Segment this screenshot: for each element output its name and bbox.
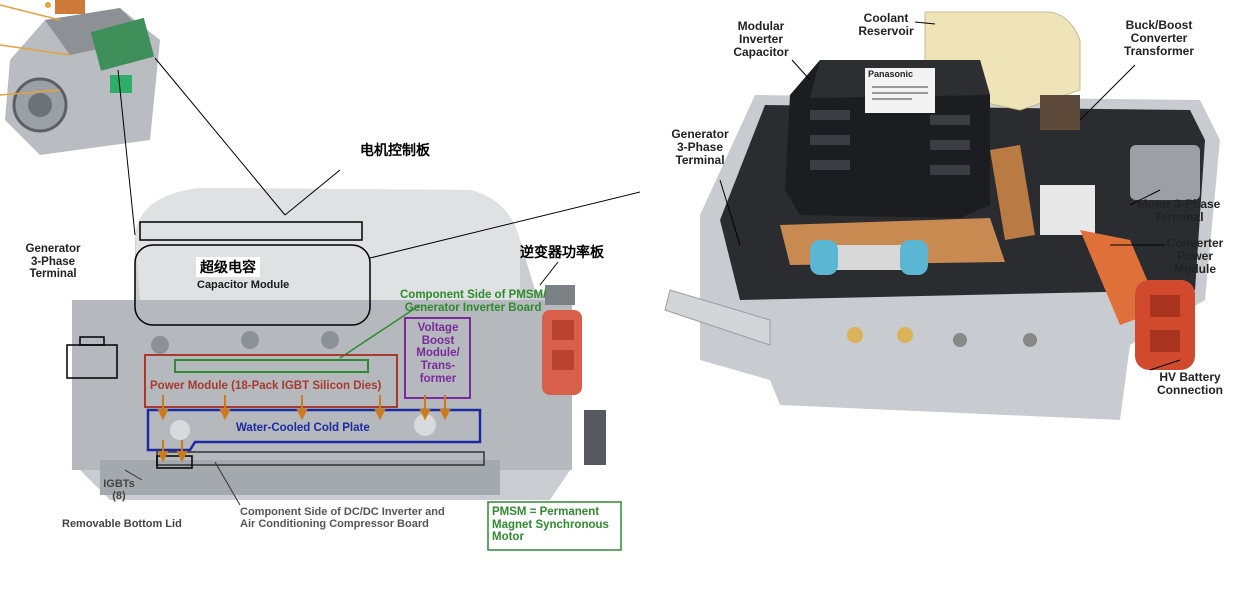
pmsm-note: PMSM = Permanent Magnet Synchronous Moto… [492, 506, 609, 544]
component-side-pmsm-label: Component Side of PMSM/ Generator Invert… [400, 289, 547, 314]
bottom-lid-label: Removable Bottom Lid [62, 518, 182, 530]
motor-control-board-label: 电机控制板 [360, 143, 430, 159]
hv-battery-label: HV Battery Connection [1157, 370, 1223, 398]
right-inverter-photo [660, 0, 1236, 430]
converter-power-module-label: Converter Power Module [1166, 236, 1224, 277]
cold-plate-label: Water-Cooled Cold Plate [236, 422, 370, 434]
inverter-power-board-label: 逆变器功率板 [520, 245, 604, 261]
coolant-reservoir-label: Coolant Reservoir [858, 11, 914, 39]
voltage-boost-label: Voltage Boost Module/ Trans- former [416, 322, 460, 385]
right-generator-terminal-label: Generator 3-Phase Terminal [671, 127, 729, 168]
left-generator-terminal-label: Generator 3-Phase Terminal [25, 243, 81, 281]
power-module-label: Power Module (18-Pack IGBT Silicon Dies) [150, 380, 382, 392]
super-capacitor-label: 超级电容 [196, 257, 260, 277]
buck-boost-label: Buck/Boost Converter Transformer [1123, 18, 1195, 59]
thumbnail-inverter-photo [0, 0, 170, 160]
capacitor-module-label: Capacitor Module [197, 279, 290, 291]
motor-terminal-label: Motor 3-Phase Terminal [1137, 197, 1221, 225]
modular-inverter-capacitor-label: Modular Inverter Capacitor [733, 19, 789, 60]
igbts-label: IGBTs (8) [103, 478, 135, 503]
panasonic-brand-text: Panasonic [868, 69, 914, 79]
component-side-dcdc-label: Component Side of DC/DC Inverter and Air… [240, 506, 445, 531]
